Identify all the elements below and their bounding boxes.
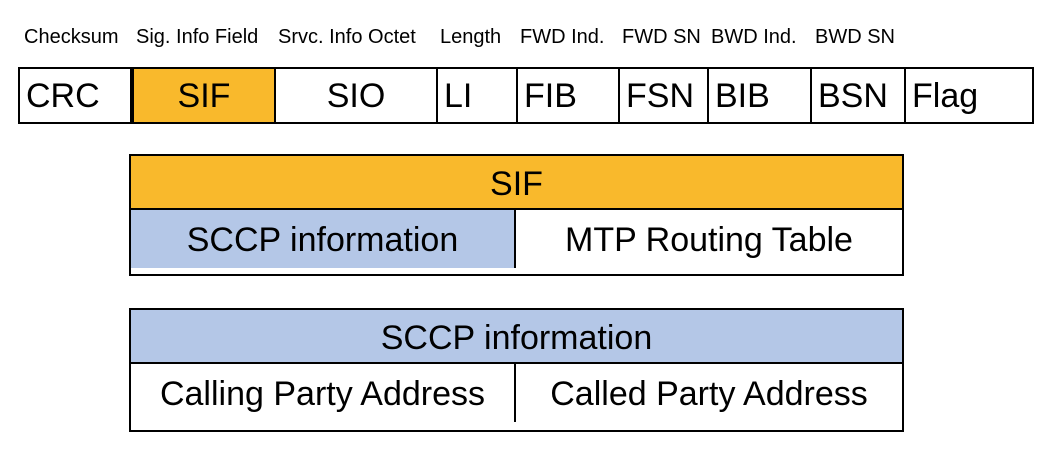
caption-bwd-ind: BWD Ind. [711,26,797,48]
caption-length: Length [440,26,502,48]
field-bib: BIB [709,69,812,122]
field-crc: CRC [20,69,132,122]
caption-srvc-info-octet: Srvc. Info Octet [278,26,416,48]
signal-unit-frame: CRC SIF SIO LI FIB FSN BIB BSN Flag [18,67,1034,124]
sccp-box-row: Calling Party Address Called Party Addre… [131,364,902,422]
sif-breakdown: SIF SCCP information MTP Routing Table [129,154,904,276]
calling-party-address: Calling Party Address [131,364,516,422]
called-party-address: Called Party Address [550,375,868,413]
sccp-box-title: SCCP information [131,310,902,364]
field-bsn: BSN [812,69,906,122]
field-sif: SIF [132,69,276,122]
field-li: LI [438,69,518,122]
sif-box-row: SCCP information MTP Routing Table [131,210,902,268]
sif-mtp-routing-table: MTP Routing Table [565,221,853,259]
caption-checksum: Checksum [24,26,119,48]
caption-fwd-sn: FWD SN [622,26,701,48]
field-sio: SIO [276,69,438,122]
field-fib: FIB [518,69,620,122]
field-flag: Flag [912,77,979,115]
caption-sig-info-field: Sig. Info Field [136,26,259,48]
sif-box-title: SIF [131,156,902,210]
sif-sccp-information: SCCP information [131,210,516,268]
caption-bwd-sn: BWD SN [815,26,895,48]
caption-fwd-ind: FWD Ind. [520,26,605,48]
field-fsn: FSN [620,69,709,122]
sccp-breakdown: SCCP information Calling Party Address C… [129,308,904,432]
